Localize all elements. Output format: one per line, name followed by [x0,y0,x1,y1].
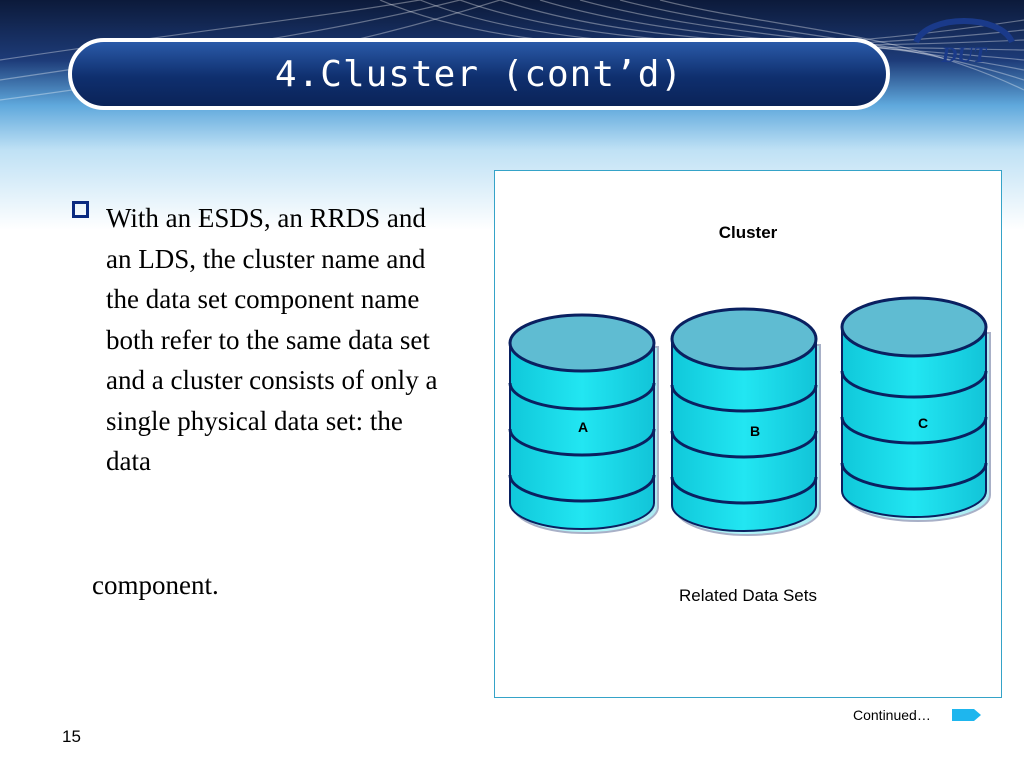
dut-logo-icon: DUT [913,18,1015,67]
bullet-text: With an ESDS, an RRDS and an LDS, the cl… [106,203,438,476]
cylinder-c [840,296,991,522]
cluster-figure: Cluster [494,170,1002,698]
cylinder-label-c: C [918,415,929,431]
cylinders-drawing [508,296,991,536]
arrow-right-icon[interactable] [952,707,982,723]
figure-title: Cluster [718,223,778,242]
title-bar: 4.Cluster (cont’d) [68,38,890,110]
bullet-continuation: component. [92,570,219,600]
cylinder-label-b: B [750,423,761,439]
figure-caption: Related Data Sets [679,586,817,605]
slide-title: 4.Cluster (cont’d) [274,53,684,95]
page-number: 15 [62,727,81,746]
logo-text: DUT [940,42,988,67]
bullet-item: With an ESDS, an RRDS and an LDS, the cl… [72,198,442,482]
cylinder-b [670,307,821,536]
cylinder-a [508,313,659,534]
hollow-square-bullet-icon [72,201,89,218]
cylinder-label-a: A [578,419,589,435]
continued-label: Continued… [853,707,931,723]
